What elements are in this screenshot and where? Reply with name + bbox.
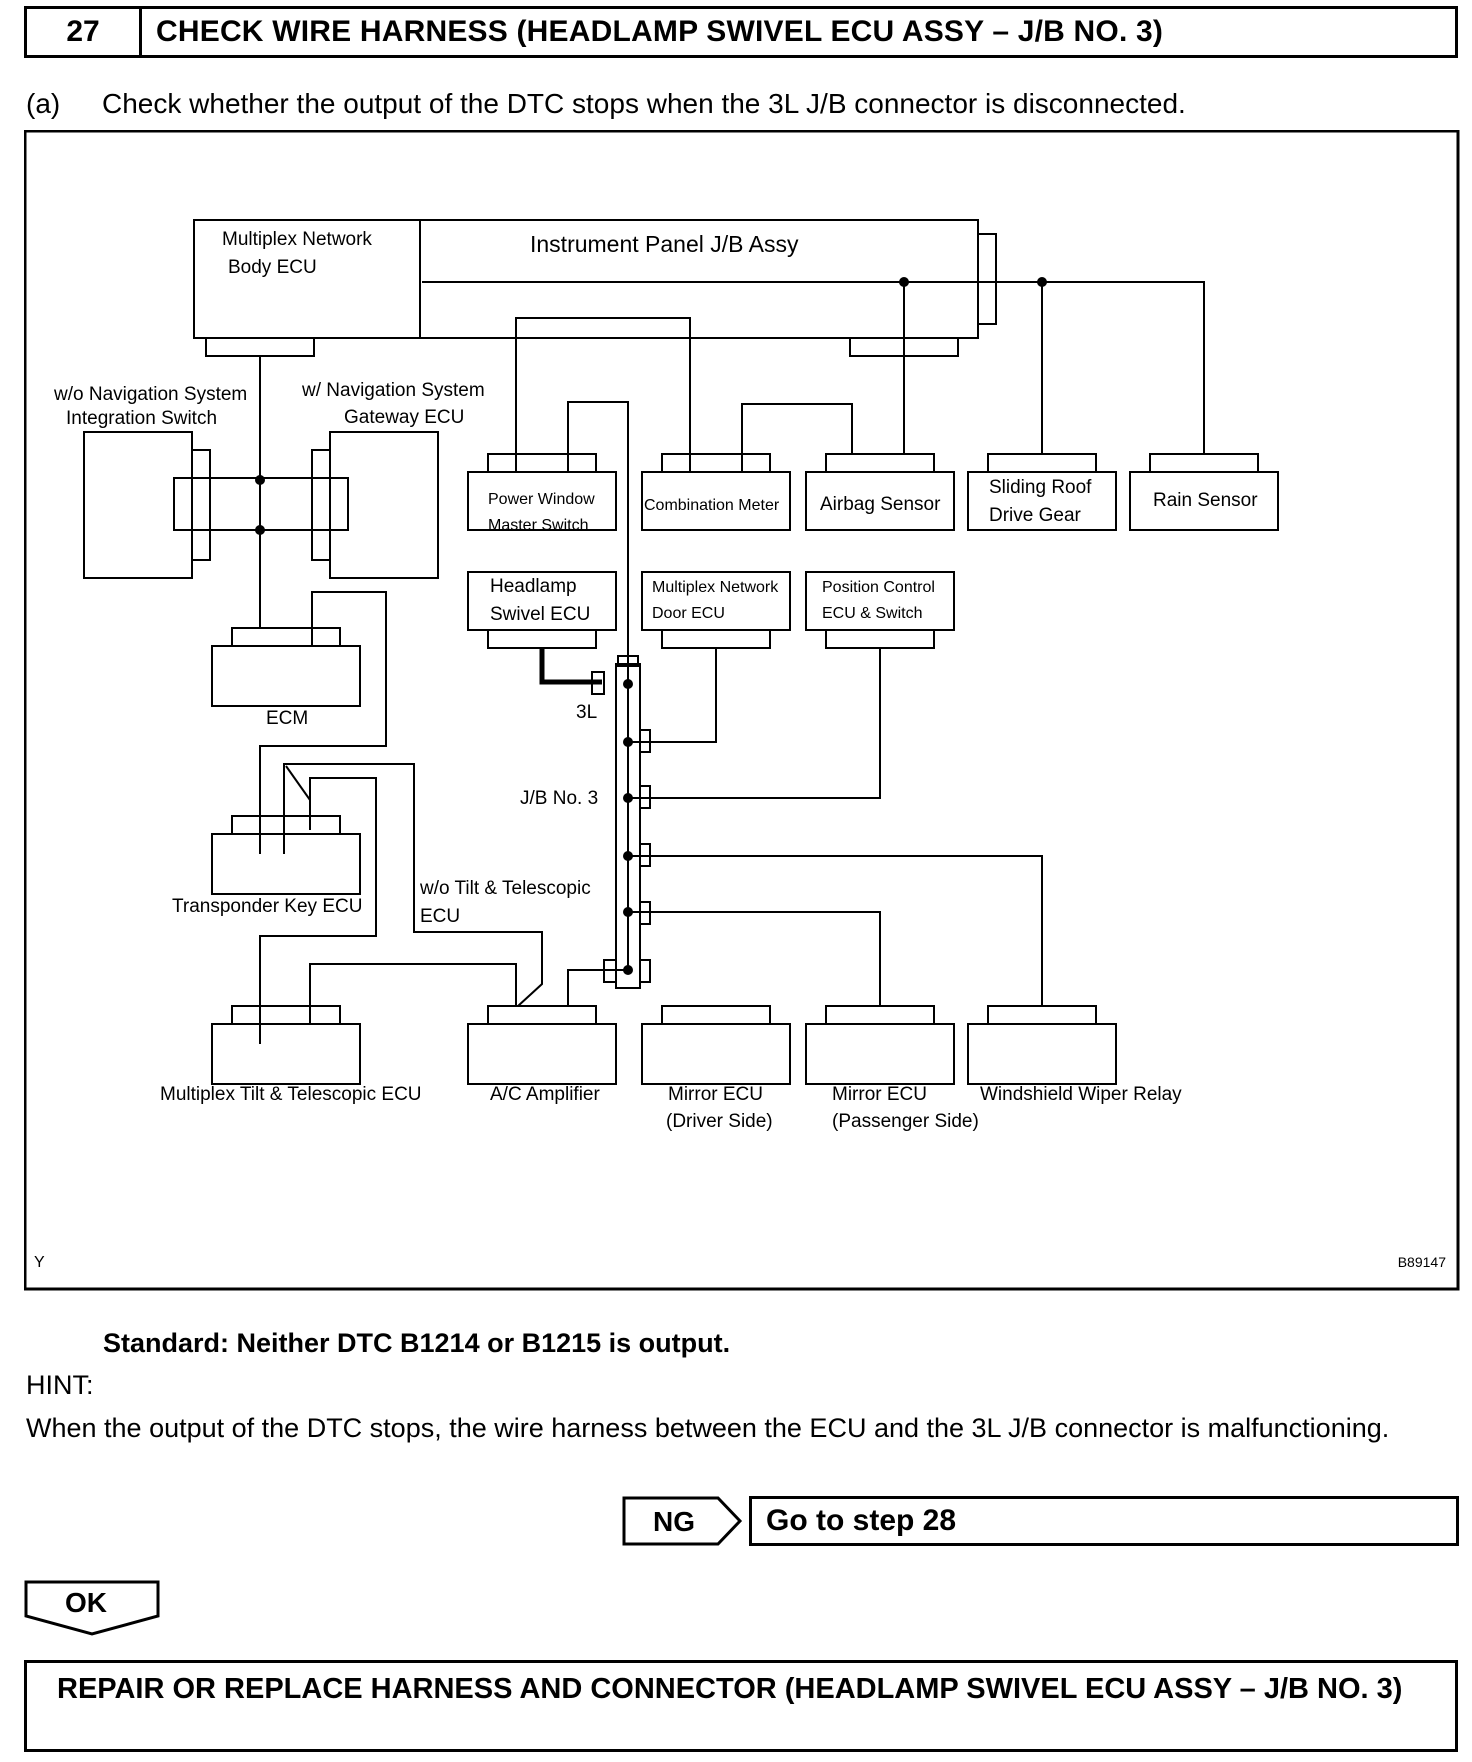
ng-label: NG <box>653 1506 695 1537</box>
tilt-ecu-label: Multiplex Tilt & Telescopic ECU <box>160 1084 422 1105</box>
transponder-label: Transponder Key ECU <box>172 896 362 917</box>
ip-jb-label: Instrument Panel J/B Assy <box>530 231 799 257</box>
repair-step-box: REPAIR OR REPLACE HARNESS AND CONNECTOR … <box>24 1660 1458 1752</box>
instruction-text: Check whether the output of the DTC stop… <box>102 88 1186 119</box>
wo-nav-label-2: Integration Switch <box>66 408 217 429</box>
ok-label: OK <box>65 1587 107 1618</box>
diagram-frame <box>24 130 1460 1291</box>
ok-arrow-box: OK <box>24 1580 160 1636</box>
combination-meter-label: Combination Meter <box>644 497 780 514</box>
mirror-driver-label-1: Mirror ECU <box>668 1084 763 1105</box>
ecm-box <box>211 645 361 707</box>
gateway-ecu-box <box>329 431 439 579</box>
wo-tilt-label-1: w/o Tilt & Telescopic <box>419 878 591 899</box>
headlamp-label-2: Swivel ECU <box>490 604 590 625</box>
corner-y-label: Y <box>34 1254 45 1271</box>
hint-label: HINT: <box>26 1370 94 1400</box>
step-number: 27 <box>27 9 142 55</box>
hint-text: When the output of the DTC stops, the wi… <box>26 1413 1390 1443</box>
mirror-driver-label-2: (Driver Side) <box>666 1111 773 1132</box>
ecm-label: ECM <box>266 708 308 729</box>
ac-amplifier-label: A/C Amplifier <box>490 1084 600 1105</box>
wiper-relay-box <box>967 1023 1117 1085</box>
mirror-passenger-box <box>805 1023 955 1085</box>
integration-switch-box <box>83 431 193 579</box>
door-ecu-label-1: Multiplex Network <box>652 579 779 596</box>
sliding-roof-label-1: Sliding Roof <box>989 477 1092 498</box>
step-header: 27 CHECK WIRE HARNESS (HEADLAMP SWIVEL E… <box>24 6 1458 58</box>
transponder-box <box>211 833 361 895</box>
connector-3l-label: 3L <box>576 702 597 723</box>
tilt-ecu-box <box>211 1023 361 1085</box>
goto-step-box[interactable]: Go to step 28 <box>749 1496 1459 1546</box>
body-ecu-label-2: Body ECU <box>228 257 317 278</box>
w-nav-label-2: Gateway ECU <box>344 407 464 428</box>
standard-text: Standard: Neither DTC B1214 or B1215 is … <box>103 1328 731 1358</box>
wo-tilt-label-2: ECU <box>420 906 460 927</box>
mirror-driver-box <box>641 1023 791 1085</box>
mirror-passenger-label-1: Mirror ECU <box>832 1084 927 1105</box>
instruction: (a) Check whether the output of the DTC s… <box>26 88 1186 120</box>
body-ecu-label-1: Multiplex Network <box>222 229 372 250</box>
wiper-relay-label: Windshield Wiper Relay <box>980 1084 1182 1105</box>
step-title: CHECK WIRE HARNESS (HEADLAMP SWIVEL ECU … <box>156 15 1164 48</box>
rain-sensor-label: Rain Sensor <box>1153 490 1258 511</box>
power-window-label-2: Master Switch <box>488 517 588 534</box>
jb-no3-label: J/B No. 3 <box>520 788 598 809</box>
sliding-roof-label-2: Drive Gear <box>989 505 1082 526</box>
ac-amplifier-box <box>467 1023 617 1085</box>
w-nav-label-1: w/ Navigation System <box>301 380 485 401</box>
position-control-label-1: Position Control <box>822 579 935 596</box>
ng-arrow-box: NG <box>622 1496 743 1546</box>
instruction-label: (a) <box>26 88 61 119</box>
power-window-label-1: Power Window <box>488 491 595 508</box>
figure-id: B89147 <box>1398 1254 1446 1270</box>
wo-nav-label-1: w/o Navigation System <box>53 384 247 405</box>
headlamp-label-1: Headlamp <box>490 576 577 597</box>
wiring-diagram: Multiplex Network Body ECU Instrument Pa… <box>24 130 1460 1291</box>
airbag-sensor-label: Airbag Sensor <box>820 494 941 515</box>
mirror-passenger-label-2: (Passenger Side) <box>832 1111 979 1132</box>
door-ecu-label-2: Door ECU <box>652 605 725 622</box>
position-control-label-2: ECU & Switch <box>822 605 922 622</box>
